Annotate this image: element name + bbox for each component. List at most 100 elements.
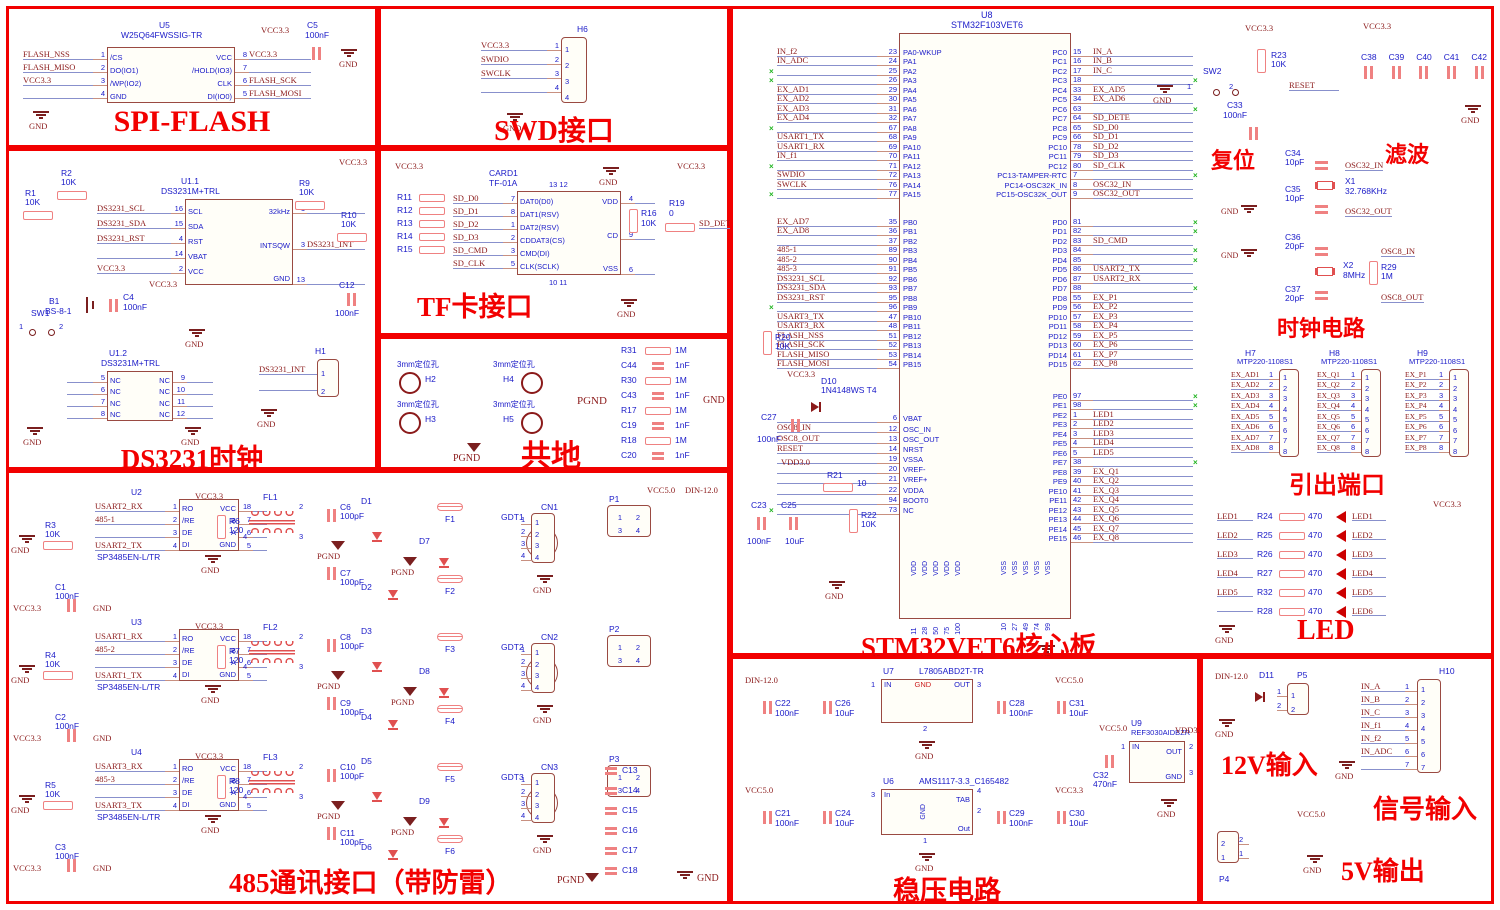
fuse[interactable]: [437, 503, 463, 511]
capacitor[interactable]: [327, 567, 336, 580]
capacitor-c21[interactable]: [763, 811, 772, 824]
capacitor-c31[interactable]: [1057, 701, 1066, 714]
transformer[interactable]: [249, 771, 295, 793]
u8-stm32-ic[interactable]: [899, 33, 1071, 619]
bypass-capacitor[interactable]: [67, 859, 76, 872]
resistor-r16[interactable]: [629, 209, 638, 233]
term-resistor[interactable]: [217, 775, 226, 799]
tvs-diode[interactable]: [372, 792, 382, 804]
tvs-diode[interactable]: [372, 532, 382, 544]
mounting-hole-h2[interactable]: [399, 372, 421, 394]
resistor-r29[interactable]: [1369, 261, 1378, 285]
mounting-hole-h4[interactable]: [521, 372, 543, 394]
resistor-r19[interactable]: [665, 223, 695, 232]
diode-d11[interactable]: [1255, 692, 1267, 702]
fuse[interactable]: [437, 575, 463, 583]
resistor[interactable]: [43, 671, 73, 680]
resistor[interactable]: [43, 801, 73, 810]
mounting-hole-h5[interactable]: [521, 412, 543, 434]
tvs-diode[interactable]: [439, 818, 449, 830]
capacitor[interactable]: [327, 769, 336, 782]
tvs-diode[interactable]: [388, 720, 398, 732]
pgnd-cap-bank[interactable]: C13 C14 C15 C16 C17 C18: [605, 761, 638, 881]
fuse[interactable]: [437, 633, 463, 641]
capacitor-c25[interactable]: [789, 517, 798, 530]
fuse[interactable]: [437, 835, 463, 843]
capacitor-c36[interactable]: [1315, 247, 1328, 256]
capacitor-c30[interactable]: [1057, 811, 1066, 824]
switch-sw2[interactable]: [1213, 86, 1240, 96]
tvs-diode[interactable]: [439, 558, 449, 570]
filter-caps[interactable]: C38 C39 C40 C41 C42: [1361, 52, 1487, 80]
resistor-r22[interactable]: [849, 509, 858, 533]
resistor-r10[interactable]: [337, 233, 367, 242]
term-resistor[interactable]: [217, 515, 226, 539]
capacitor-c23[interactable]: [757, 517, 766, 530]
switch-sw1[interactable]: [29, 326, 55, 336]
resistor-r23[interactable]: [1257, 49, 1266, 73]
diode-d10[interactable]: [811, 402, 823, 412]
capacitor-c35[interactable]: [1315, 205, 1328, 214]
capacitor-c26[interactable]: [823, 701, 832, 714]
crystal-x2[interactable]: [1317, 267, 1333, 276]
capacitor[interactable]: [327, 639, 336, 652]
capacitor-c4[interactable]: [109, 299, 118, 312]
capacitor-c5[interactable]: [312, 47, 321, 60]
capacitor-c29[interactable]: [997, 811, 1006, 824]
capacitor[interactable]: [327, 509, 336, 522]
capacitor[interactable]: [327, 827, 336, 840]
capacitor-c37[interactable]: [1315, 291, 1328, 300]
term-resistor[interactable]: [217, 645, 226, 669]
tf-pullup-resistors[interactable]: R11 R12 R13 R14 R15: [397, 191, 445, 256]
u9-reference-ic[interactable]: IN OUT GND: [1129, 741, 1185, 783]
resistor-r21[interactable]: [823, 483, 853, 492]
transformer[interactable]: [249, 641, 295, 663]
capacitor-c34[interactable]: [1315, 161, 1328, 170]
transformer[interactable]: [249, 511, 295, 533]
bypass-capacitor[interactable]: [67, 729, 76, 742]
tvs-diode[interactable]: [388, 590, 398, 602]
battery-b1[interactable]: [83, 297, 97, 313]
resistor-r1[interactable]: [23, 211, 53, 220]
resistor-r2[interactable]: [57, 191, 87, 200]
capacitor-c33[interactable]: [1249, 127, 1258, 140]
capacitor-c32[interactable]: [1105, 755, 1114, 768]
capacitor[interactable]: [327, 697, 336, 710]
capacitor-c27[interactable]: [791, 419, 800, 432]
fuse[interactable]: [437, 763, 463, 771]
capacitor-c22[interactable]: [763, 701, 772, 714]
crystal-x1[interactable]: [1317, 181, 1333, 190]
u7-regulator-ic[interactable]: IN GND OUT: [881, 679, 973, 723]
resistor-r20[interactable]: [763, 331, 772, 355]
mounting-hole-h3[interactable]: [399, 412, 421, 434]
capacitor-c24[interactable]: [823, 811, 832, 824]
bypass-capacitor[interactable]: [67, 599, 76, 612]
fuse[interactable]: [437, 705, 463, 713]
tvs-diode[interactable]: [372, 662, 382, 674]
capacitor-c12[interactable]: [347, 293, 356, 306]
capacitor-c28[interactable]: [997, 701, 1006, 714]
tvs-diode[interactable]: [439, 688, 449, 700]
